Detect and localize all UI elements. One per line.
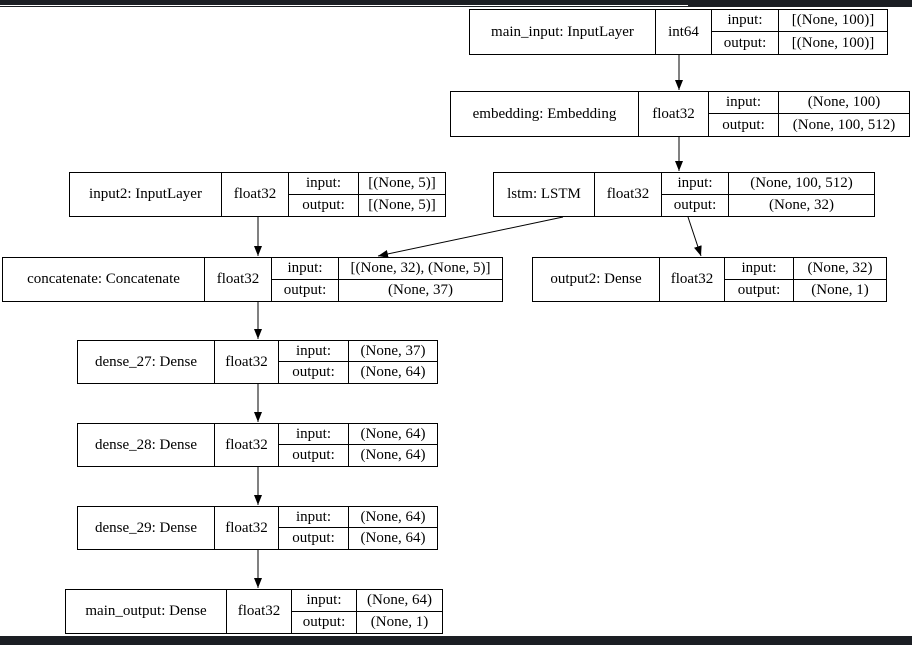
edge-lstm-concatenate [377, 216, 564, 258]
io-input-label: input: [279, 341, 348, 362]
layer-name: dense_28: Dense [94, 436, 198, 453]
layer-dtype: float32 [659, 258, 724, 301]
io-output-label: output: [722, 116, 765, 133]
io-output-value: (None, 100, 512) [792, 116, 896, 133]
io-input-value: [(None, 100)] [779, 10, 887, 32]
layer-name: dense_29: Dense [94, 519, 198, 536]
layer-dtype: int64 [655, 10, 711, 54]
layer-name: lstm: LSTM [507, 186, 581, 202]
io-input-label: input: [725, 258, 793, 280]
layer-dtype: float32 [638, 92, 708, 136]
io-output-label: output: [292, 530, 335, 546]
io-output-value: (None, 32) [769, 196, 834, 213]
io-output-value: (None, 64) [360, 364, 426, 380]
io-input-label: input: [279, 424, 348, 445]
io-output-label: output: [723, 34, 767, 51]
layer-dtype: float32 [221, 173, 288, 216]
io-input-value: (None, 37) [349, 341, 437, 362]
layer-node-dense_29: dense_29: Dense float32 input: output: (… [77, 506, 438, 550]
layer-dtype: float32 [204, 258, 271, 301]
io-output-value: (None, 64) [360, 447, 426, 463]
layer-dtype: float32 [594, 173, 661, 216]
layer-name: main_input: InputLayer [491, 23, 634, 40]
top-bar-hairline [0, 4, 688, 6]
io-output-value: (None, 1) [370, 613, 429, 630]
layer-node-concatenate: concatenate: Concatenate float32 input: … [2, 257, 503, 302]
io-input-value: (None, 64) [357, 590, 442, 612]
io-output-label: output: [737, 281, 781, 298]
layer-node-main_input: main_input: InputLayer int64 input: outp… [469, 9, 888, 55]
layer-dtype: float32 [214, 341, 278, 383]
io-output-value: [(None, 100)] [791, 34, 875, 51]
io-input-value: [(None, 5)] [359, 173, 445, 195]
io-output-label: output: [292, 364, 335, 380]
io-input-label: input: [292, 590, 356, 612]
layer-name: concatenate: Concatenate [27, 271, 180, 287]
io-input-value: (None, 32) [794, 258, 886, 280]
layer-name: input2: InputLayer [89, 186, 202, 202]
io-input-value: (None, 100) [779, 92, 909, 114]
io-input-label: input: [272, 258, 338, 280]
layer-dtype: float32 [214, 507, 278, 549]
io-output-label: output: [673, 196, 717, 213]
io-output-label: output: [283, 281, 327, 298]
layer-node-output2: output2: Dense float32 input: output: (N… [532, 257, 887, 302]
io-output-value: (None, 1) [811, 281, 869, 298]
layer-dtype: float32 [226, 590, 291, 633]
io-input-label: input: [279, 507, 348, 528]
io-input-value: (None, 64) [349, 507, 437, 528]
layer-name: output2: Dense [550, 271, 642, 287]
layer-node-embedding: embedding: Embedding float32 input: outp… [450, 91, 910, 137]
io-input-label: input: [709, 92, 778, 114]
io-output-value: [(None, 5)] [368, 196, 436, 213]
io-output-value: (None, 37) [388, 281, 453, 298]
layer-name: dense_27: Dense [94, 353, 198, 370]
io-input-value: (None, 100, 512) [729, 173, 874, 195]
layer-node-lstm: lstm: LSTM float32 input: output: (None,… [493, 172, 875, 217]
io-input-value: (None, 64) [349, 424, 437, 445]
window-bottom-bar [0, 636, 912, 645]
layer-node-dense_28: dense_28: Dense float32 input: output: (… [77, 423, 438, 467]
layer-name: main_output: Dense [85, 603, 207, 619]
io-output-label: output: [302, 196, 345, 213]
io-output-value: (None, 64) [360, 530, 426, 546]
layer-dtype: float32 [214, 424, 278, 466]
layer-node-dense_27: dense_27: Dense float32 input: output: (… [77, 340, 438, 384]
io-input-label: input: [662, 173, 728, 195]
io-input-label: input: [289, 173, 358, 195]
io-input-label: input: [712, 10, 778, 32]
io-output-label: output: [302, 613, 346, 630]
edge-lstm-output2 [687, 216, 702, 257]
window-top-bar [0, 0, 912, 7]
io-output-label: output: [292, 447, 335, 463]
layer-node-input2: input2: InputLayer float32 input: output… [69, 172, 446, 217]
layer-name: embedding: Embedding [472, 105, 617, 122]
io-input-value: [(None, 32), (None, 5)] [339, 258, 502, 280]
layer-node-main_output: main_output: Dense float32 input: output… [65, 589, 443, 634]
